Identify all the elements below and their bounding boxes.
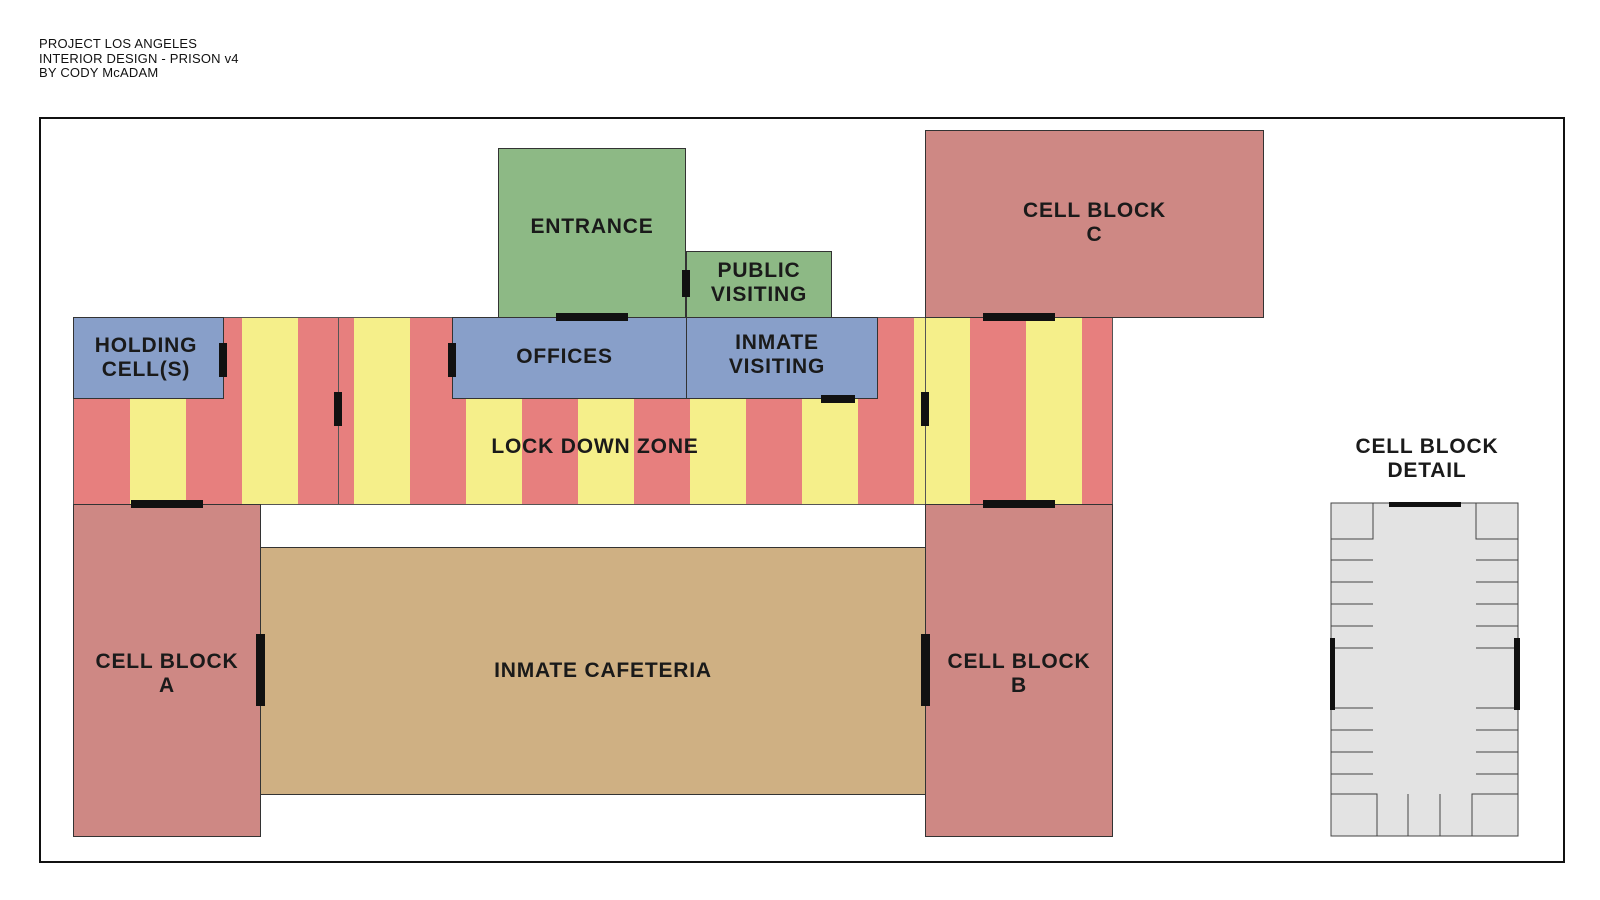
public-visiting-room[interactable] (686, 251, 832, 318)
inmate-visiting-room[interactable] (686, 317, 878, 399)
inmate-visiting-label: INMATE VISITING (728, 331, 826, 378)
door-marker (219, 343, 227, 377)
project-title: PROJECT LOS ANGELES (39, 36, 198, 51)
door-marker (983, 500, 1055, 508)
floor-plan-frame (39, 117, 1565, 863)
door-marker (556, 313, 628, 321)
offices-label: OFFICES (516, 345, 613, 368)
design-subtitle: INTERIOR DESIGN - PRISON v4 (39, 50, 239, 66)
lock-down-zone-label: LOCK DOWN ZONE (491, 435, 699, 458)
cell-block-b-label: CELL BLOCK B (947, 650, 1091, 697)
door-marker (334, 392, 342, 426)
cell-block-a[interactable] (73, 504, 261, 837)
door-marker (682, 270, 690, 297)
door-marker (131, 500, 203, 508)
cell-block-c-label: CELL BLOCK C (1023, 199, 1166, 246)
cell-block-b[interactable] (925, 504, 1113, 837)
cell-block-c[interactable] (925, 130, 1264, 318)
inmate-cafeteria-label: INMATE CAFETERIA (494, 659, 712, 682)
door-marker (821, 395, 855, 403)
public-visiting-label: PUBLIC VISITING (710, 259, 808, 306)
author-credit: BY CODY McADAM (39, 65, 159, 80)
offices-room[interactable] (452, 317, 687, 399)
door-marker (983, 313, 1055, 321)
door-marker (921, 634, 930, 706)
title-block: PROJECT LOS ANGELES INTERIOR DESIGN - PR… (39, 36, 239, 81)
door-marker (448, 343, 456, 377)
cell-block-detail-label: CELL BLOCK DETAIL (1355, 435, 1499, 482)
door-marker (921, 392, 929, 426)
cell-block-detail-drawing (1330, 502, 1520, 837)
holding-cells-label: HOLDING CELL(S) (94, 334, 198, 381)
entrance-label: ENTRANCE (530, 215, 654, 238)
inmate-cafeteria-room[interactable] (260, 547, 926, 795)
cell-block-a-label: CELL BLOCK A (95, 650, 239, 697)
door-marker (256, 634, 265, 706)
